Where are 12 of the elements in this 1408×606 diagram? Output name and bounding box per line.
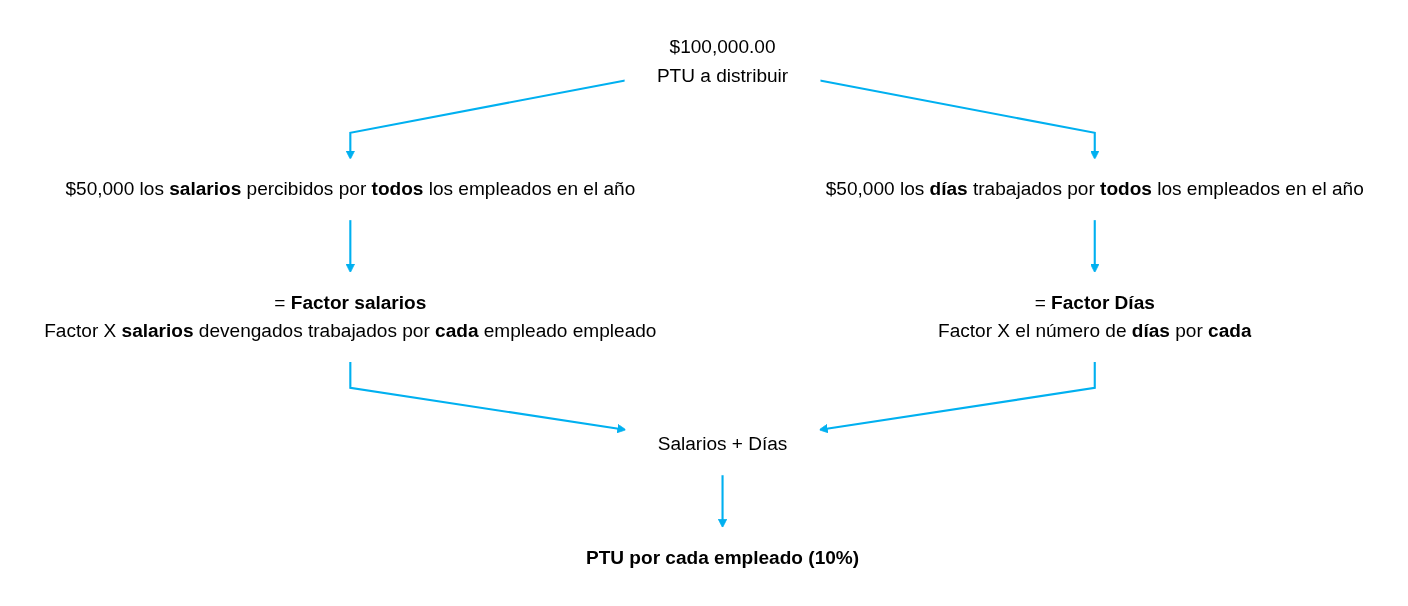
node-text: = Factor salarios Factor X salarios devengados trabajados por cada empleado empleado — [44, 291, 657, 342]
node-text: $50,000 los salarios percibidos por todos los empleados en el año — [65, 178, 636, 200]
node-text: Salarios + Días — [657, 433, 788, 455]
node-text: $50,000 los días trabajados por todos los empleados en el año — [825, 178, 1364, 200]
arrow — [819, 79, 1100, 160]
node-text: PTU por cada empleado (10%) — [585, 546, 860, 569]
arrow — [345, 79, 626, 160]
node-text: $100,000.00 PTU a distribuir — [656, 36, 789, 87]
arrow — [345, 219, 355, 274]
node-text: = Factor Días Factor X el número de días por cada — [938, 291, 1252, 342]
arrow — [1090, 219, 1100, 274]
arrow — [717, 475, 728, 529]
